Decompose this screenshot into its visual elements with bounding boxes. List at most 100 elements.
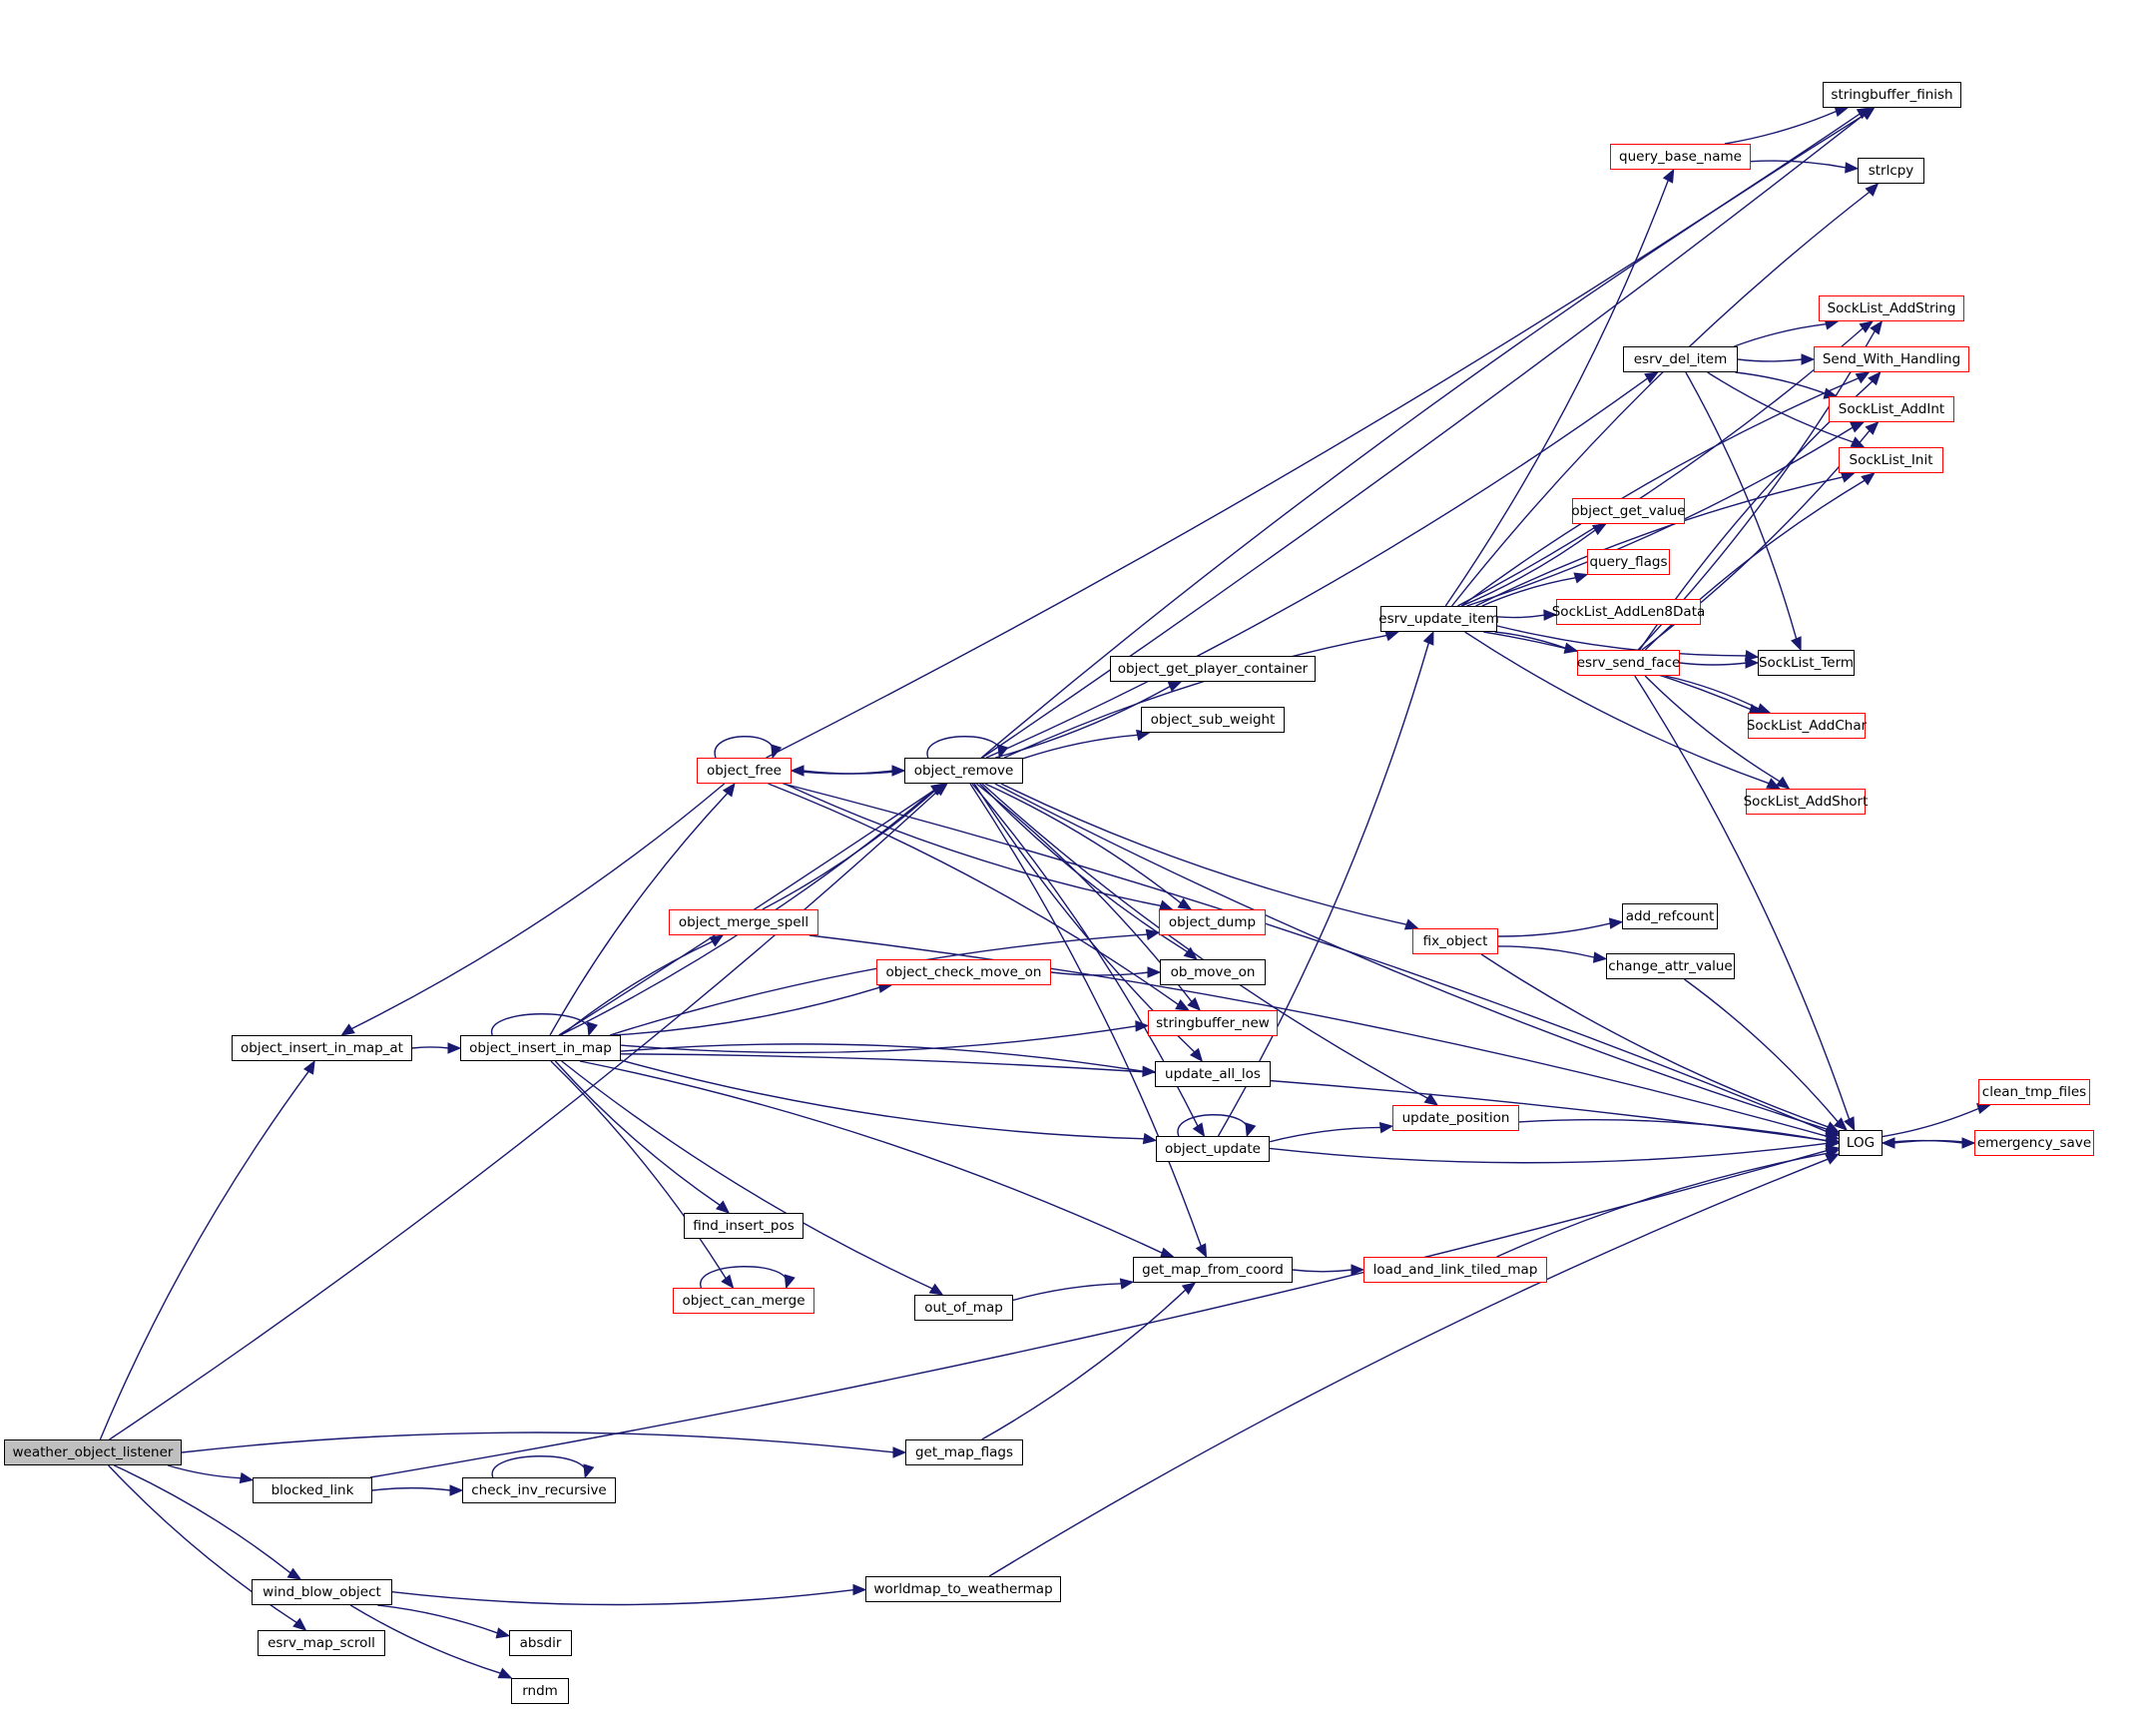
node-object-free[interactable]: object_free: [697, 758, 792, 784]
node-update-position[interactable]: update_position: [1392, 1105, 1519, 1131]
node-socklist-addshort[interactable]: SockList_AddShort: [1744, 789, 1868, 815]
node-query-base-name[interactable]: query_base_name: [1610, 144, 1751, 170]
edge-fix-object-to-add-refcount: [1497, 922, 1612, 937]
edge-esrv-update-item-to-socklist-addlen8data: [1496, 614, 1546, 619]
edge-object-remove-to-object-free: [802, 770, 905, 775]
node-load-and-link-tiled-map[interactable]: load_and_link_tiled_map: [1363, 1257, 1547, 1283]
edge-get-map-from-coord-to-load-and-link-tiled-map: [1292, 1269, 1353, 1273]
node-socklist-addint[interactable]: SockList_AddInt: [1829, 396, 1954, 422]
node-rndm[interactable]: rndm: [511, 1678, 569, 1704]
edge-emergency-save-to-log-arrowhead: [1881, 1137, 1895, 1149]
node-object-dump[interactable]: object_dump: [1159, 909, 1266, 935]
edge-esrv-del-item-to-send-with-handling: [1737, 358, 1804, 362]
edge-change-attr-value-to-log: [1684, 978, 1840, 1123]
edge-esrv-update-item-to-socklist-addstring: [1457, 326, 1865, 607]
node-change-attr-value[interactable]: change_attr_value: [1606, 953, 1735, 979]
edge-esrv-update-item-to-query-flags-arrowhead: [1573, 572, 1589, 584]
node-find-insert-pos[interactable]: find_insert_pos: [684, 1213, 804, 1239]
edge-object-insert-in-map-to-out-of-map-arrowhead: [928, 1283, 944, 1296]
edge-esrv-send-face-to-socklist-addint-arrowhead: [1865, 421, 1880, 435]
edge-esrv-send-face-to-log: [1634, 675, 1851, 1121]
node-object-sub-weight[interactable]: object_sub_weight: [1141, 707, 1285, 733]
edge-object-remove-to-object-sub-weight: [1022, 734, 1139, 760]
edge-object-remove-to-object-dump: [984, 783, 1183, 904]
edge-object-free-to-log: [783, 783, 1829, 1133]
node-object-insert-in-map[interactable]: object_insert_in_map: [460, 1035, 621, 1061]
edge-wind-blow-object-to-worldmap-to-weathermap: [391, 1588, 855, 1606]
edge-object-remove-to-stringbuffer-new-arrowhead: [1187, 997, 1202, 1011]
edge-check-inv-recursive-to-check-inv-recursive: [491, 1455, 587, 1478]
edge-object-insert-in-map-to-find-insert-pos-arrowhead: [715, 1200, 731, 1214]
edge-get-map-flags-to-get-map-from-coord: [981, 1288, 1187, 1440]
edge-blocked-link-to-log: [369, 1149, 1829, 1478]
node-object-check-move-on[interactable]: object_check_move_on: [876, 959, 1051, 985]
edge-change-attr-value-to-log-arrowhead: [1833, 1117, 1848, 1131]
node-esrv-update-item[interactable]: esrv_update_item: [1378, 606, 1499, 632]
edge-object-update-to-update-position-arrowhead: [1378, 1121, 1394, 1134]
node-object-can-merge[interactable]: object_can_merge: [673, 1288, 814, 1314]
node-add-refcount[interactable]: add_refcount: [1622, 903, 1718, 929]
edge-object-insert-in-map-to-get-map-from-coord: [579, 1060, 1164, 1255]
edge-object-insert-in-map-to-object-update-arrowhead: [1142, 1132, 1158, 1145]
node-object-merge-spell[interactable]: object_merge_spell: [669, 909, 818, 935]
node-esrv-send-face[interactable]: esrv_send_face: [1577, 650, 1680, 676]
edge-fix-object-to-log-arrowhead: [1825, 1121, 1841, 1133]
edge-object-insert-in-map-to-object-merge-spell-arrowhead: [709, 934, 725, 947]
node-get-map-flags[interactable]: get_map_flags: [905, 1439, 1023, 1465]
node-emergency-save[interactable]: emergency_save: [1974, 1130, 2094, 1156]
node-out-of-map[interactable]: out_of_map: [914, 1295, 1013, 1321]
edge-object-insert-in-map-to-stringbuffer-finish: [558, 113, 1866, 1036]
node-stringbuffer-finish[interactable]: stringbuffer_finish: [1823, 82, 1961, 108]
node-fix-object[interactable]: fix_object: [1412, 928, 1498, 954]
edge-log-to-clean-tmp-files-arrowhead: [1976, 1102, 1991, 1115]
edge-fix-object-to-log: [1480, 953, 1830, 1128]
node-log[interactable]: LOG: [1839, 1130, 1883, 1156]
node-esrv-del-item[interactable]: esrv_del_item: [1623, 346, 1738, 372]
node-object-remove[interactable]: object_remove: [904, 758, 1023, 784]
edge-wind-blow-object-to-worldmap-to-weathermap-arrowhead: [852, 1583, 867, 1596]
node-esrv-map-scroll[interactable]: esrv_map_scroll: [258, 1630, 385, 1656]
edge-weather-object-listener-to-blocked-link: [168, 1464, 243, 1479]
edge-esrv-update-item-to-query-base-name-arrowhead: [1662, 168, 1675, 184]
edge-object-free-to-object-dump: [784, 783, 1163, 907]
node-ob-move-on[interactable]: ob_move_on: [1160, 959, 1266, 985]
node-object-insert-in-map-at[interactable]: object_insert_in_map_at: [232, 1035, 412, 1061]
edge-object-free-to-object-insert-in-map-at: [350, 783, 726, 1030]
edge-object-insert-in-map-at-to-object-insert-in-map: [411, 1046, 450, 1049]
node-socklist-addchar[interactable]: SockList_AddChar: [1747, 713, 1867, 739]
edge-object-merge-spell-to-object-remove-arrowhead: [931, 783, 946, 796]
edge-object-remove-to-update-all-los-arrowhead: [1189, 1047, 1204, 1063]
node-worldmap-to-weathermap[interactable]: worldmap_to_weathermap: [865, 1576, 1061, 1602]
node-weather-object-listener: weather_object_listener: [4, 1439, 182, 1465]
node-object-get-player-container[interactable]: object_get_player_container: [1110, 656, 1316, 682]
node-object-update[interactable]: object_update: [1156, 1136, 1270, 1162]
node-blocked-link[interactable]: blocked_link: [253, 1477, 372, 1503]
edge-blocked-link-to-check-inv-recursive-arrowhead: [449, 1484, 464, 1496]
node-stringbuffer-new[interactable]: stringbuffer_new: [1148, 1010, 1278, 1036]
node-object-get-value[interactable]: object_get_value: [1571, 498, 1686, 524]
node-update-all-los[interactable]: update_all_los: [1155, 1061, 1271, 1087]
edge-esrv-update-item-to-socklist-init: [1475, 475, 1845, 607]
edge-object-free-to-object-insert-in-map-at-arrowhead: [340, 1023, 355, 1036]
edge-wind-blow-object-to-rndm-arrowhead: [497, 1667, 513, 1679]
node-socklist-term[interactable]: SockList_Term: [1758, 650, 1855, 676]
node-socklist-addlen8data[interactable]: SockList_AddLen8Data: [1552, 599, 1705, 625]
node-absdir[interactable]: absdir: [509, 1630, 572, 1656]
node-wind-blow-object[interactable]: wind_blow_object: [252, 1579, 392, 1605]
node-check-inv-recursive[interactable]: check_inv_recursive: [462, 1477, 616, 1503]
edge-esrv-update-item-to-strlcpy: [1451, 191, 1872, 607]
edge-esrv-send-face-to-socklist-addchar: [1665, 675, 1761, 710]
edge-object-free-to-stringbuffer-new: [768, 783, 1180, 1006]
node-socklist-addstring[interactable]: SockList_AddString: [1819, 295, 1964, 321]
node-send-with-handling[interactable]: Send_With_Handling: [1814, 346, 1969, 372]
edge-query-base-name-to-strlcpy-arrowhead: [1845, 162, 1860, 174]
edge-esrv-update-item-to-socklist-term-arrowhead: [1744, 650, 1760, 662]
node-clean-tmp-files[interactable]: clean_tmp_files: [1978, 1079, 2090, 1105]
node-query-flags[interactable]: query_flags: [1587, 549, 1670, 575]
edge-update-position-to-log: [1518, 1119, 1829, 1142]
node-strlcpy[interactable]: strlcpy: [1858, 158, 1924, 184]
node-socklist-init[interactable]: SockList_Init: [1839, 447, 1943, 473]
edge-esrv-update-item-to-socklist-addint: [1466, 426, 1855, 607]
node-get-map-from-coord[interactable]: get_map_from_coord: [1133, 1257, 1293, 1283]
edge-object-insert-in-map-to-object-update: [620, 1059, 1146, 1140]
